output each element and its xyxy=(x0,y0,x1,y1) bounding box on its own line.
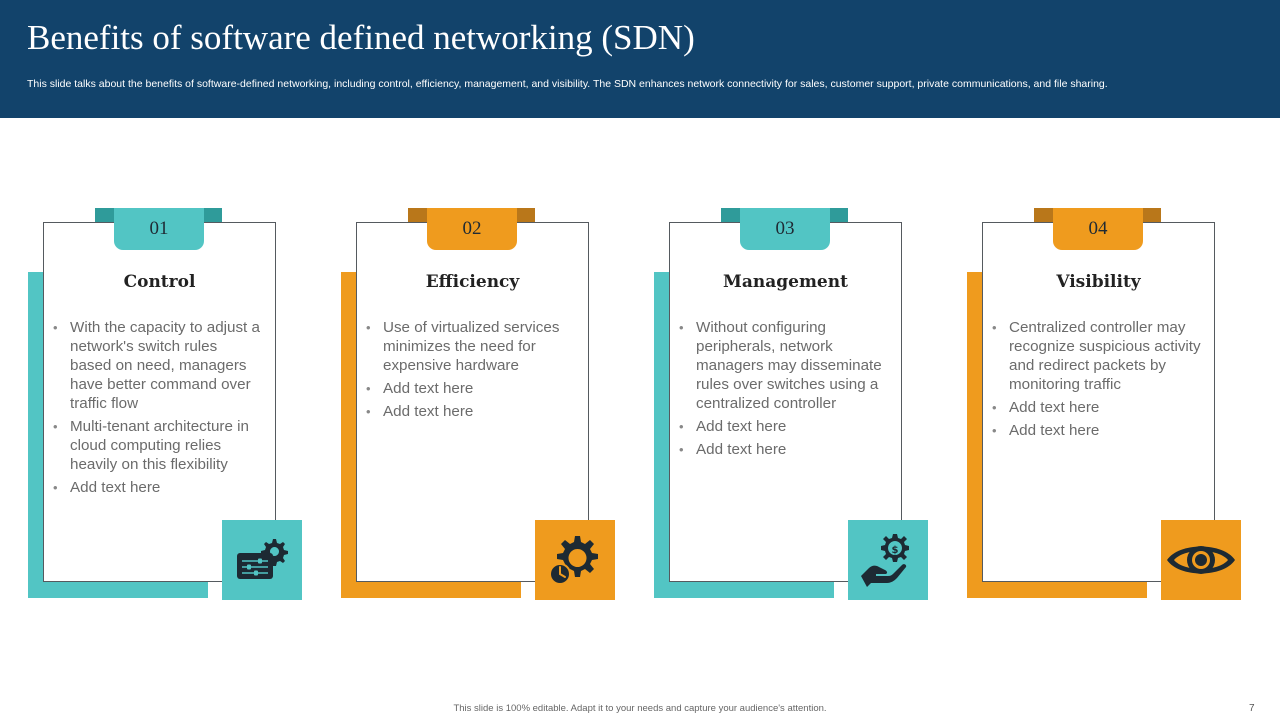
card-heading: Control xyxy=(123,272,196,292)
settings-panel-icon xyxy=(237,539,288,579)
page-number: 7 xyxy=(1249,703,1255,714)
card-bullet-list: Use of virtualized services minimizes th… xyxy=(366,318,575,425)
benefit-card-management: 03 Management Without configuring periph… xyxy=(654,208,929,600)
slide-footer: This slide is 100% editable. Adapt it to… xyxy=(453,703,827,714)
svg-text:$: $ xyxy=(892,545,899,556)
card-number-tab: 04 xyxy=(1053,208,1143,250)
gear-clock-icon xyxy=(549,536,598,585)
eye-icon xyxy=(1167,546,1235,574)
benefit-card-efficiency: 02 Efficiency Use of virtualized service… xyxy=(341,208,616,600)
bullet-item: Without configuring peripherals, network… xyxy=(679,318,888,413)
card-bullet-list: With the capacity to adjust a network's … xyxy=(53,318,262,501)
bullet-item: With the capacity to adjust a network's … xyxy=(53,318,262,413)
card-number-tab: 01 xyxy=(114,208,204,250)
bullet-item: Add text here xyxy=(992,398,1201,417)
card-bullet-list: Without configuring peripherals, network… xyxy=(679,318,888,463)
card-heading: Management xyxy=(723,272,848,292)
benefit-card-control: 01 Control With the capacity to adjust a… xyxy=(28,208,303,600)
card-bullet-list: Centralized controller may recognize sus… xyxy=(992,318,1201,444)
bullet-item: Use of virtualized services minimizes th… xyxy=(366,318,575,375)
bullet-item: Add text here xyxy=(679,417,888,436)
bullet-item: Add text here xyxy=(53,478,262,497)
bullet-item: Multi-tenant architecture in cloud compu… xyxy=(53,417,262,474)
bullet-item: Add text here xyxy=(366,379,575,398)
card-icon-box xyxy=(535,520,615,600)
card-number-tab: 03 xyxy=(740,208,830,250)
card-icon-box xyxy=(1161,520,1241,600)
card-heading: Visibility xyxy=(1056,272,1141,292)
bullet-item: Centralized controller may recognize sus… xyxy=(992,318,1201,394)
card-heading: Efficiency xyxy=(425,272,520,292)
slide-subtitle: This slide talks about the benefits of s… xyxy=(27,78,1108,90)
slide-title: Benefits of software defined networking … xyxy=(27,18,695,57)
slide-header: Benefits of software defined networking … xyxy=(0,0,1280,118)
hand-dollar-gear-icon: $ xyxy=(861,534,909,587)
bullet-item: Add text here xyxy=(992,421,1201,440)
card-icon-box: $ xyxy=(848,520,928,600)
card-number-tab: 02 xyxy=(427,208,517,250)
bullet-item: Add text here xyxy=(679,440,888,459)
card-icon-box xyxy=(222,520,302,600)
bullet-item: Add text here xyxy=(366,402,575,421)
benefit-card-visibility: 04 Visibility Centralized controller may… xyxy=(967,208,1242,600)
